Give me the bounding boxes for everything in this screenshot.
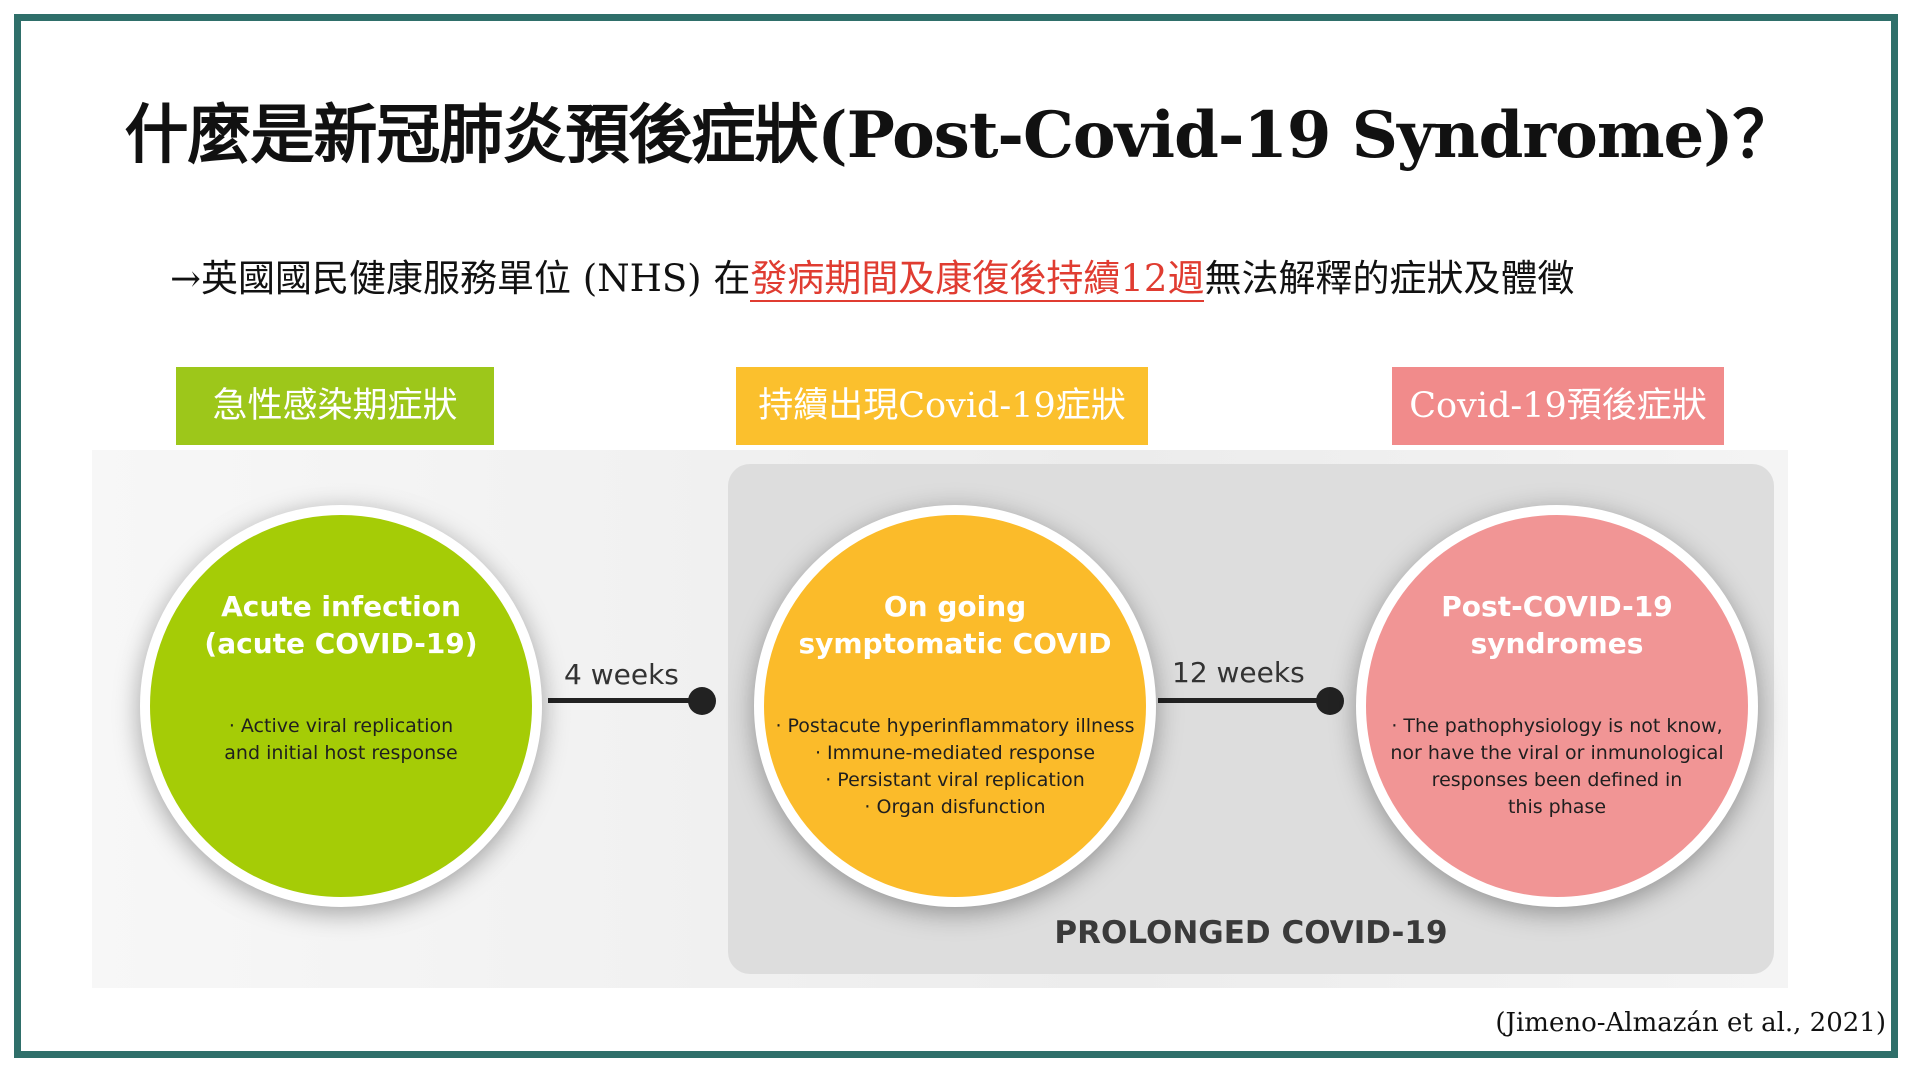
slide-frame: [14, 14, 1898, 1058]
connector-label-12-weeks: 12 weeks: [1172, 656, 1305, 689]
connector-dot-12-weeks: [1316, 687, 1344, 715]
ongoing-heading: On going symptomatic COVID: [784, 588, 1126, 662]
ongoing-heading-line-1: On going: [883, 590, 1027, 623]
acute-heading-line-2: (acute COVID-19): [204, 627, 478, 660]
slide-subtitle: →英國國民健康服務單位 (NHS) 在發病期間及康復後持續12週無法解釋的症狀及…: [170, 248, 1574, 302]
post-line-4: this phase: [1507, 796, 1607, 818]
subtitle-prefix: →英國國民健康服務單位 (NHS) 在: [170, 257, 751, 300]
ongoing-line-4: · Organ disfunction: [864, 796, 1046, 818]
slide-title: 什麼是新冠肺炎預後症狀(Post-Covid-19 Syndrome)？: [124, 98, 1796, 173]
post-line-3: responses been defined in: [1431, 769, 1683, 791]
acute-infection-circle: Acute infection (acute COVID-19) · Activ…: [140, 505, 542, 907]
subtitle-highlight: 發病期間及康復後持續12週: [750, 257, 1205, 302]
ongoing-description: · Postacute hyperinflammatory illness · …: [770, 713, 1140, 821]
post-line-1: · The pathophysiology is not know,: [1391, 715, 1723, 737]
tag-post-phase: Covid-19預後症狀: [1392, 367, 1724, 445]
ongoing-covid-circle: On going symptomatic COVID · Postacute h…: [754, 505, 1156, 907]
acute-heading: Acute infection (acute COVID-19): [170, 588, 512, 662]
ongoing-heading-line-2: symptomatic COVID: [798, 627, 1112, 660]
post-line-2: nor have the viral or inmunological: [1390, 742, 1724, 764]
subtitle-suffix: 無法解釋的症狀及體徵: [1204, 257, 1575, 300]
post-heading-line-1: Post-COVID-19: [1441, 590, 1673, 623]
post-covid-circle: Post-COVID-19 syndromes · The pathophysi…: [1356, 505, 1758, 907]
connector-dot-4-weeks: [688, 687, 716, 715]
connector-label-4-weeks: 4 weeks: [564, 658, 679, 691]
tag-ongoing-phase: 持續出現Covid-19症狀: [736, 367, 1148, 445]
ongoing-line-3: · Persistant viral replication: [825, 769, 1085, 791]
acute-line-1: · Active viral replication: [228, 715, 454, 737]
post-heading-line-2: syndromes: [1470, 627, 1644, 660]
acute-line-2: and initial host response: [224, 742, 458, 764]
connector-line-4-weeks: [548, 698, 698, 703]
ongoing-line-2: · Immune-mediated response: [814, 742, 1096, 764]
connector-line-12-weeks: [1158, 698, 1328, 703]
ongoing-line-1: · Postacute hyperinflammatory illness: [775, 715, 1135, 737]
post-heading: Post-COVID-19 syndromes: [1386, 588, 1728, 662]
prolonged-covid-label: PROLONGED COVID-19: [1054, 915, 1448, 951]
acute-heading-line-1: Acute infection: [221, 590, 461, 623]
post-description: · The pathophysiology is not know, nor h…: [1372, 713, 1742, 821]
acute-description: · Active viral replication and initial h…: [156, 713, 526, 767]
tag-acute-phase: 急性感染期症狀: [176, 367, 494, 445]
citation: (Jimeno-Almazán et al., 2021): [1495, 1008, 1886, 1038]
